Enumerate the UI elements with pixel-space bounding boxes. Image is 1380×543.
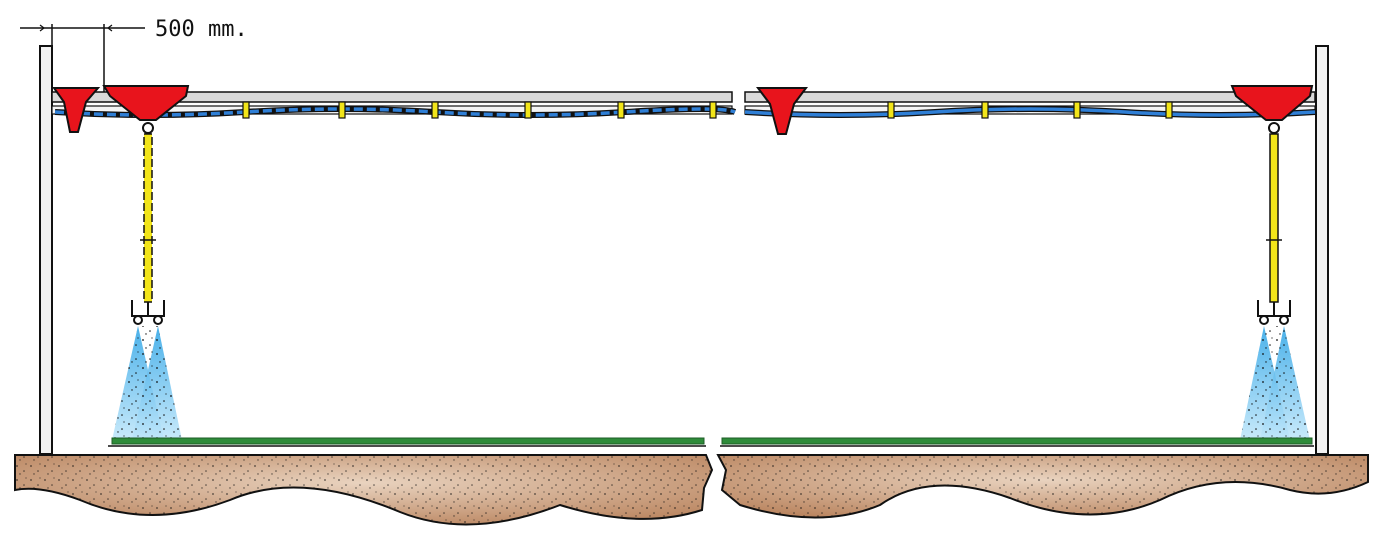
spray-cones-left — [112, 326, 182, 440]
spray-nozzle-right-icon — [1257, 300, 1291, 325]
right-wall-post — [1315, 45, 1329, 455]
ground-soil-left — [14, 454, 714, 526]
plant-row-left — [111, 437, 705, 445]
dimension-marker: 500 mm. — [20, 17, 248, 95]
dimension-label: 500 mm. — [155, 17, 248, 42]
ground-soil-right — [716, 454, 1369, 519]
trolley-mid — [756, 87, 808, 135]
spray-nozzle-left-icon — [131, 300, 165, 325]
trolley-small-left — [52, 87, 101, 133]
spray-cones-right — [1240, 326, 1310, 440]
left-wall-post — [39, 45, 53, 455]
drop-pipe-right — [1266, 133, 1282, 303]
plant-row-right — [721, 437, 1313, 445]
drop-pipe-left — [140, 133, 156, 303]
hose-clips — [242, 101, 1173, 119]
trolley-main-right — [1230, 85, 1314, 134]
trolley-main-left — [102, 85, 190, 134]
supply-hose — [54, 106, 1316, 118]
